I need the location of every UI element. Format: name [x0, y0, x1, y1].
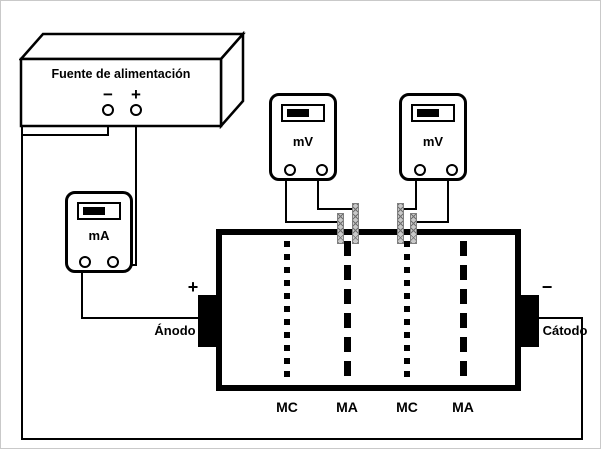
wire [81, 317, 198, 319]
cathode-sign: − [541, 277, 553, 297]
wire [581, 318, 583, 440]
power-supply-box [19, 31, 246, 129]
voltmeter-left-display [281, 104, 325, 122]
membrane-label-ma-2: MA [452, 399, 474, 415]
voltmeter-left-left-terminal [284, 164, 296, 176]
ammeter-left-terminal [79, 256, 91, 268]
voltmeter-right-label: mV [422, 134, 444, 149]
ammeter-label: mA [88, 228, 110, 243]
ammeter-display-reading [83, 207, 105, 215]
anode-sign: + [187, 277, 199, 297]
membrane-mc-1 [284, 241, 290, 383]
membrane-ma-1 [344, 241, 351, 383]
wire [317, 173, 319, 210]
cathode-label: Cátodo [542, 323, 588, 338]
membrane-label-mc-2: MC [396, 399, 418, 415]
voltmeter-left-label: mV [292, 134, 314, 149]
voltmeter-right: mV [399, 93, 467, 181]
wire [285, 173, 287, 223]
membrane-ma-2 [460, 241, 467, 383]
wire [539, 317, 583, 319]
voltmeter-right-display-reading [417, 109, 439, 117]
voltmeter-right-right-terminal [446, 164, 458, 176]
wire [415, 173, 417, 210]
wire [135, 116, 137, 266]
voltmeter-left-right-terminal [316, 164, 328, 176]
anode-electrode [198, 295, 218, 347]
anode-label: Ánodo [154, 323, 196, 338]
power-supply-minus-sign: − [103, 85, 113, 104]
power-supply-label: Fuente de alimentación [51, 67, 191, 81]
membrane-label-mc-1: MC [276, 399, 298, 415]
membrane-label-ma-1: MA [336, 399, 358, 415]
reference-probe-2-left [397, 203, 404, 244]
wire [21, 134, 109, 136]
power-supply-plus-sign: + [131, 85, 141, 104]
reference-probe-1-right [352, 203, 359, 244]
voltmeter-left-display-reading [287, 109, 309, 117]
power-supply-plus-terminal [130, 104, 142, 116]
ammeter-right-terminal [107, 256, 119, 268]
ammeter: mA [65, 191, 133, 273]
electrolytic-cell [216, 229, 521, 391]
wire [415, 221, 449, 223]
wire [285, 221, 339, 223]
wire [401, 208, 417, 210]
power-supply-minus-terminal [102, 104, 114, 116]
wire [447, 173, 449, 223]
voltmeter-right-display [411, 104, 455, 122]
voltmeter-left: mV [269, 93, 337, 181]
wire [317, 208, 354, 210]
reference-probe-2-right [410, 213, 417, 244]
voltmeter-right-left-terminal [414, 164, 426, 176]
wire [81, 265, 83, 319]
cathode-electrode [519, 295, 539, 347]
membrane-mc-2 [404, 241, 410, 383]
reference-probe-1-left [337, 213, 344, 244]
wire [21, 125, 23, 440]
ammeter-display [77, 202, 121, 220]
wire [21, 438, 583, 440]
